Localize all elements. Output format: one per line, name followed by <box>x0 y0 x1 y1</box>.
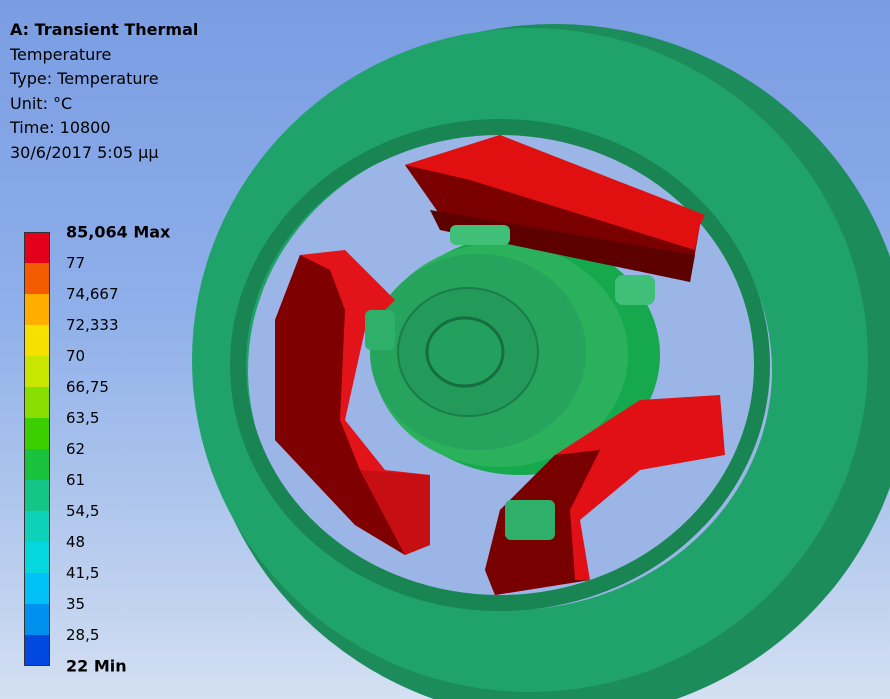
result-date: 30/6/2017 5:05 μμ <box>10 142 159 162</box>
legend-label: 22 Min <box>66 656 127 676</box>
legend-swatch <box>24 418 50 449</box>
legend-swatch <box>24 387 50 418</box>
hub-tab-top <box>450 225 510 245</box>
legend-label: 72,333 <box>66 316 119 334</box>
legend-label: 74,667 <box>66 285 119 303</box>
legend-label: 66,75 <box>66 378 109 396</box>
ring-inner-rim <box>230 119 770 611</box>
legend-swatch <box>24 356 50 387</box>
legend-swatch <box>24 604 50 635</box>
legend-label: 63,5 <box>66 409 100 427</box>
legend-label: 28,5 <box>66 626 100 644</box>
hub-tab-right <box>615 275 655 305</box>
legend-label: 77 <box>66 254 86 272</box>
legend-swatch <box>24 635 50 666</box>
legend-label: 54,5 <box>66 502 100 520</box>
legend-label: 35 <box>66 595 86 613</box>
result-time: Time: 10800 <box>10 118 111 137</box>
legend-swatch <box>24 294 50 325</box>
legend-label: 61 <box>66 471 86 489</box>
legend-label: 48 <box>66 533 86 551</box>
legend-label: 41,5 <box>66 564 100 582</box>
result-unit: Unit: °C <box>10 93 73 113</box>
legend-label: 62 <box>66 440 86 458</box>
legend-swatch <box>24 325 50 356</box>
result-name: Temperature <box>10 44 112 64</box>
legend-swatch <box>24 263 50 294</box>
hub-center-bore <box>425 316 505 388</box>
result-info-panel: A: Transient Thermal Temperature Type: T… <box>10 18 198 165</box>
legend-swatch <box>24 511 50 542</box>
legend-swatch <box>24 480 50 511</box>
hot-block-left <box>275 250 430 555</box>
analysis-title: A: Transient Thermal <box>10 20 199 39</box>
legend-swatch <box>24 573 50 604</box>
legend-swatch <box>24 542 50 573</box>
hub-tab-left <box>365 310 395 350</box>
legend-label: 70 <box>66 347 86 365</box>
legend-swatch <box>24 449 50 480</box>
result-type: Type: Temperature <box>10 69 159 88</box>
legend-label: 85,064 Max <box>66 222 171 242</box>
legend-swatch <box>24 232 50 263</box>
hub-tab-bottom <box>505 500 555 540</box>
